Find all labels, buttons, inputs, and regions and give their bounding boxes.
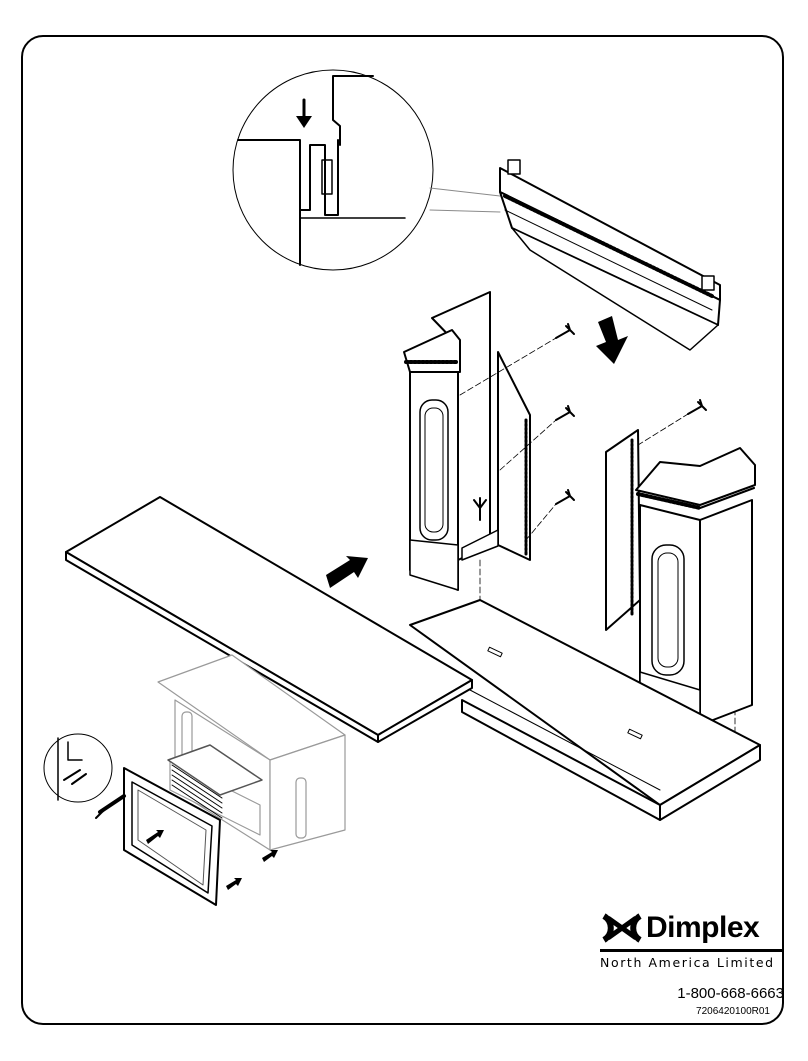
dimplex-logo: Dimplex xyxy=(600,910,782,946)
wing-screw-icon xyxy=(556,406,574,420)
phone-number: 1-800-668-6663 xyxy=(677,985,784,1002)
brand-name: Dimplex xyxy=(646,911,759,945)
wing-screw-icon xyxy=(556,490,574,504)
dimplex-logo-mark xyxy=(600,910,644,946)
detail-magnifier-top xyxy=(233,70,500,270)
insert-arrow-icon xyxy=(326,556,368,588)
insert-arrow-icon xyxy=(226,878,242,890)
wing-screw-icon xyxy=(556,324,574,338)
brand-subtitle: North America Limited xyxy=(600,949,782,970)
part-number: 7206420100R01 xyxy=(696,1006,770,1017)
brand-block: Dimplex North America Limited xyxy=(600,910,782,970)
left-column xyxy=(404,292,530,590)
down-arrow-icon xyxy=(596,316,628,364)
detail-magnifier-bottom xyxy=(44,734,124,818)
insert-arrow-icon xyxy=(262,850,278,862)
wing-screw-icon xyxy=(688,400,706,414)
